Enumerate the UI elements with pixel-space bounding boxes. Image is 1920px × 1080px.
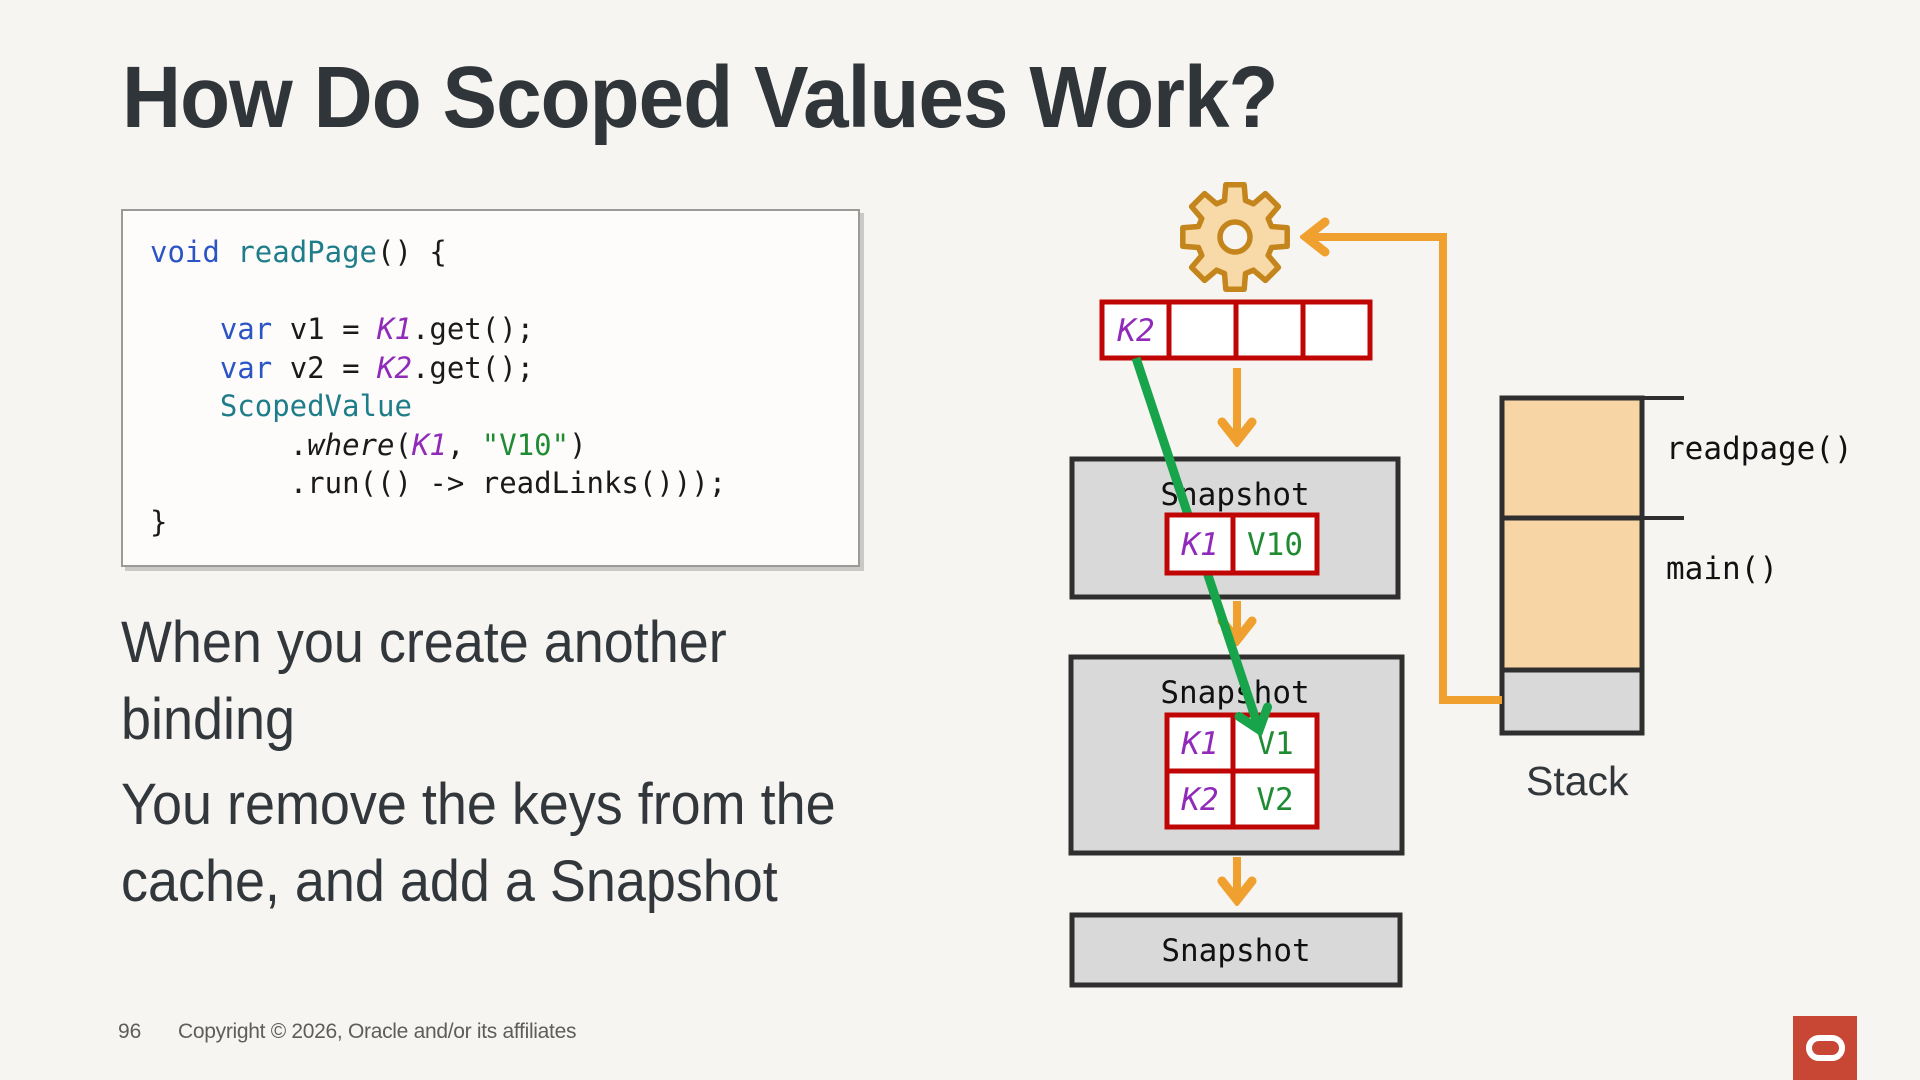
code-token-run: .run(() -> readLinks())); [289,466,727,500]
code-token-brace: () { [377,235,447,269]
gear-icon [1180,182,1290,292]
stack-frame-empty [1499,667,1645,736]
stack-diagram: readpage() main() Stack [1499,395,1853,804]
code-line-3: var v1 = K1.get(); [150,310,858,349]
stack-frame-readpage [1499,395,1645,521]
code-token-comma: , [446,427,482,462]
code-line-7: .run(() -> readLinks())); [150,464,858,503]
snapshot3-label: Snapshot [1161,933,1310,969]
snapshot2-key2-label: K2 [1180,782,1218,818]
snapshot1-value-label: V10 [1247,527,1303,563]
code-token-paren: ) [569,427,587,462]
cache-cell-empty [1300,299,1373,361]
snapshot2-cell-v2 [1230,768,1320,830]
code-token-closing-brace: } [150,504,168,539]
gear-hole [1217,219,1253,255]
copyright-text: Copyright © 2026, Oracle and/or its affi… [178,1020,577,1043]
code-token-readpage: readPage [237,235,377,269]
snapshot1-cell-v10 [1230,512,1320,576]
oracle-logo [1793,1016,1857,1080]
stack-frame-main [1499,515,1645,673]
code-token-where: where [307,427,395,462]
code-token-assign: v1 = [272,312,377,346]
snapshot3-rect [1069,912,1403,988]
snapshot2-key1-label: K1 [1180,726,1218,762]
code-token-assign: v2 = [272,350,377,385]
snapshot1-cells: K1 V10 [1164,512,1320,576]
snapshot1-key-label: K1 [1180,527,1218,563]
page-title: How Do Scoped Values Work? [122,49,1278,146]
stack-frame-label-readpage: readpage() [1666,431,1853,467]
code-token-k2: K2 [377,350,412,385]
body-paragraph-2: You remove the keys from the cache, and … [121,772,836,914]
code-token-scopedvalue: ScopedValue [219,389,412,423]
snapshot2-cell-k1 [1164,712,1236,774]
cache-cell-empty [1166,299,1239,361]
code-token-paren: ( [394,427,412,462]
code-listing: void readPage() { var v1 = K1.get(); var… [123,211,858,541]
snapshot2-box: Snapshot K1 V1 K2 V2 [1068,654,1405,856]
stack-label: Stack [1526,758,1629,804]
code-token-get: .get(); [411,312,535,346]
cache-key-label: K2 [1116,313,1154,349]
code-line-5: ScopedValue [150,387,858,426]
code-token-dot: . [289,427,308,462]
code-token-k1: K1 [377,312,412,346]
stack-frame-label-main: main() [1666,551,1778,587]
code-token-var: var [219,350,273,385]
cache-cell-k2 [1099,299,1172,361]
code-token-var: var [219,312,273,346]
code-line-6: .where(K1, "V10") [150,426,858,465]
code-line-4: var v2 = K2.get(); [150,349,858,388]
body-paragraph-1: When you create another binding [121,610,727,752]
code-line-8: } [150,503,858,542]
cache-row: K2 [1099,299,1373,361]
snapshot2-value2-label: V2 [1256,782,1293,818]
cache-cell-empty [1233,299,1306,361]
code-token-k1: K1 [411,427,447,462]
arrow-stack-to-gear [1310,237,1502,704]
snapshot2-label: Snapshot [1160,675,1309,711]
code-token-string-v10: "V10" [481,427,570,462]
page-number: 96 [118,1020,142,1043]
oracle-o-icon [1805,1035,1845,1061]
snapshot3-box: Snapshot [1069,912,1403,988]
code-block: void readPage() { var v1 = K1.get(); var… [121,209,860,567]
code-line-1: void readPage() { [150,233,858,272]
code-token-void: void [150,235,220,269]
snapshot2-value1-label: V1 [1256,726,1293,762]
code-token-get: .get(); [411,350,535,385]
